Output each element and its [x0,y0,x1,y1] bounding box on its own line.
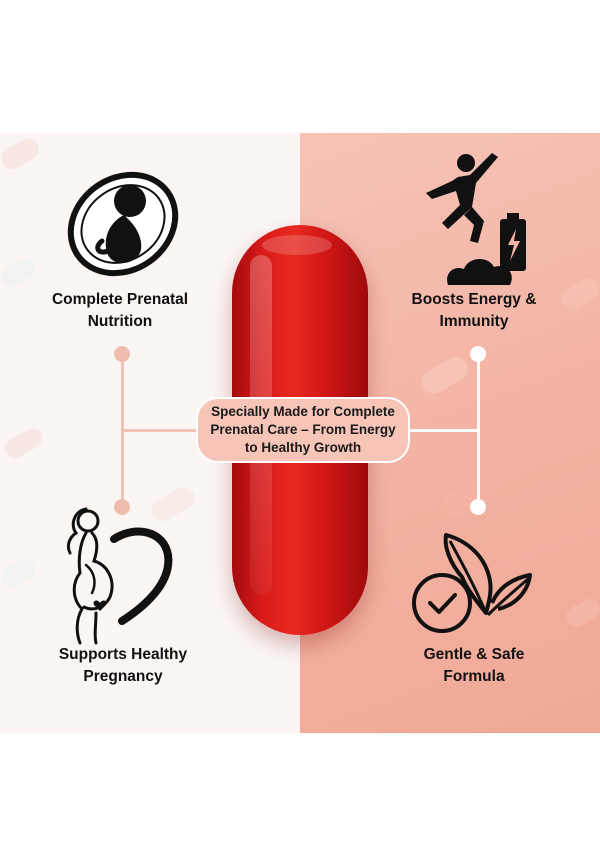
feature-label-line: Formula [443,668,505,685]
infographic-panel: Specially Made for Complete Prenatal Car… [0,133,600,733]
feature-label-line: Complete Prenatal [51,291,189,308]
center-label: Specially Made for Complete Prenatal Car… [196,397,410,463]
capsule-top-highlight [262,235,332,255]
feature-label-gentle: Gentle & Safe Formula [374,644,574,688]
connector-dot [470,499,486,515]
leaf-check-icon [412,533,532,633]
connector-dot [114,346,130,362]
connector-dot [114,499,130,515]
connector-dot [470,346,486,362]
connector-left-horizontal [122,429,232,432]
feature-label-line: Boosts Energy & [411,291,537,308]
feature-label-energy: Boosts Energy & Immunity [374,289,574,333]
feature-label-pregnancy: Supports Healthy Pregnancy [23,644,223,688]
connector-right-horizontal [368,429,478,432]
feature-label-line: Immunity [439,313,509,330]
feature-label-line: Nutrition [87,313,153,330]
feature-label-line: Gentle & Safe [423,646,525,663]
connector-right-vertical [477,353,480,513]
fetus-icon [67,171,179,277]
feature-label-line: Pregnancy [83,668,163,685]
connector-left-vertical [121,353,124,513]
feature-label-nutrition: Complete Prenatal Nutrition [20,289,220,333]
pregnant-heart-icon [66,507,173,645]
feature-label-line: Supports Healthy [58,646,188,663]
energy-jump-icon [426,153,526,285]
